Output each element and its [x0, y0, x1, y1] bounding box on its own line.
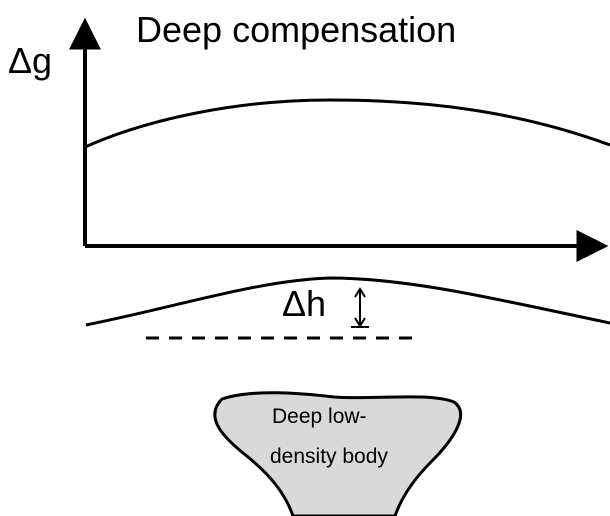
- diagram-title: Deep compensation: [136, 9, 456, 50]
- surface-topography-curve: [85, 276, 610, 327]
- height-label: Δh: [282, 283, 326, 324]
- deep-low-density-body: [213, 391, 463, 516]
- gravity-axis-label: Δg: [8, 40, 52, 81]
- double-arrow-vertical-icon: [351, 287, 369, 328]
- gravity-anomaly-curve: [84, 98, 610, 149]
- body-label-line-2: density body: [270, 445, 388, 468]
- body-label-line-1: Deep low-: [272, 405, 367, 428]
